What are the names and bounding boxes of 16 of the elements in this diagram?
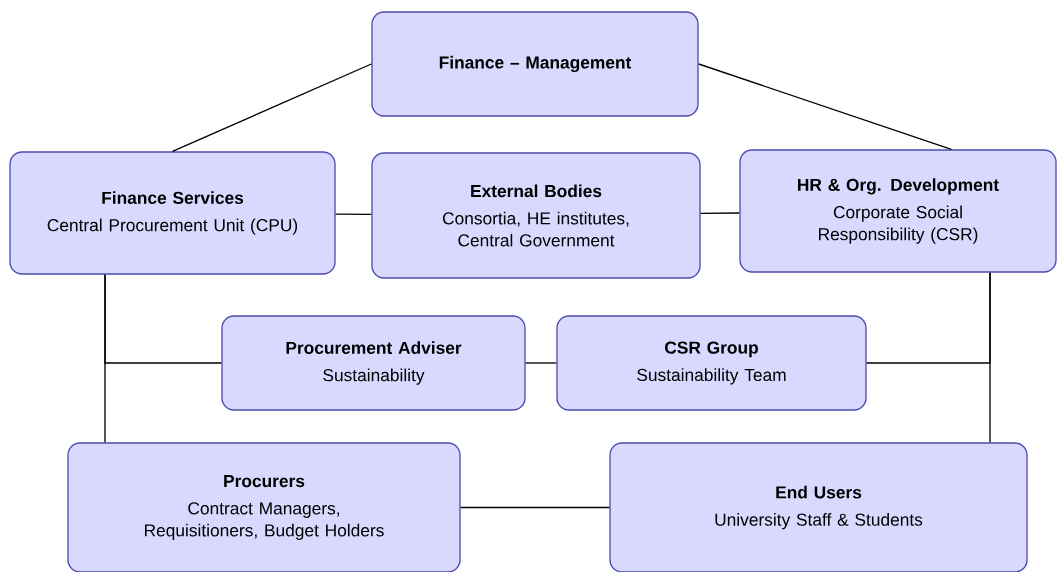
connector-line bbox=[335, 213, 372, 216]
connector-line bbox=[460, 506, 610, 509]
connector-line bbox=[525, 362, 557, 364]
org-box: Finance Services Central Procurement Unit (CPU) bbox=[9, 151, 336, 275]
connector-line bbox=[104, 274, 222, 364]
connector-line bbox=[171, 63, 372, 152]
org-box: End Users University Staff & Students bbox=[609, 442, 1028, 572]
org-box: External Bodies Consortia, HE institutes, Central Government bbox=[371, 152, 701, 279]
connector-line bbox=[866, 272, 991, 364]
org-box: Procurers Contract Managers, Requisitioners, Budget Holders bbox=[67, 442, 461, 572]
org-box: HR & Org. Development Corporate Social Responsibility (CSR) bbox=[739, 149, 1057, 273]
org-box: CSR Group Sustainability Team bbox=[556, 315, 867, 411]
org-box: Finance – Management bbox=[371, 11, 699, 117]
connector-line bbox=[698, 63, 952, 150]
connector-line bbox=[700, 212, 740, 215]
org-box: Procurement Adviser Sustainability bbox=[221, 315, 526, 411]
